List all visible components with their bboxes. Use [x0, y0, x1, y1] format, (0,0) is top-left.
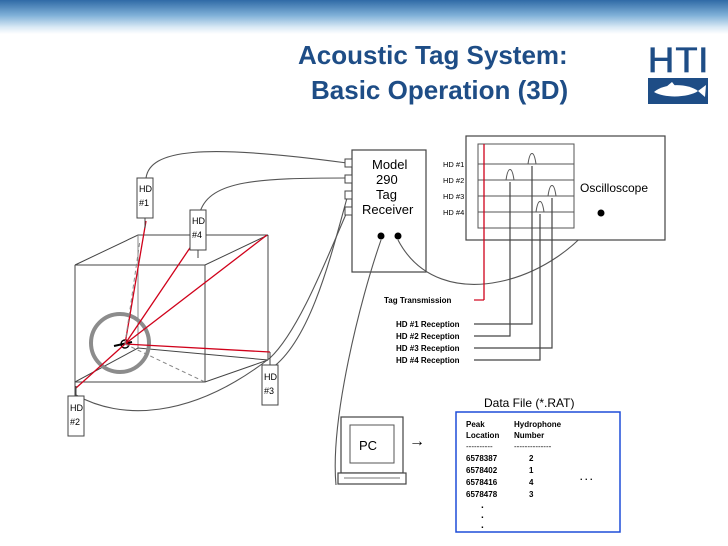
data-continuation-dot: . — [481, 520, 484, 531]
receiver-number-label: 290 — [376, 172, 398, 187]
receiver-output-port — [377, 232, 385, 240]
hd4-reception-label: HD #4 Reception — [396, 356, 460, 365]
receiver-output-port — [394, 232, 402, 240]
header-rule: ---------- — [466, 442, 493, 451]
hydrophone-hd4: HD #4 — [189, 209, 207, 258]
channel-label-hd3: HD #3 — [443, 192, 464, 201]
acoustic-paths — [75, 220, 271, 389]
pc-computer: PC — [337, 416, 407, 485]
oscilloscope-input-port — [597, 209, 605, 217]
row-peak: 6578387 — [466, 454, 498, 463]
tag-transmission-label: Tag Transmission — [384, 296, 452, 305]
channel-label-hd1: HD #1 — [443, 160, 464, 169]
tag-location — [89, 312, 151, 374]
oscilloscope-label: Oscilloscope — [580, 181, 648, 195]
oscilloscope-traces — [478, 153, 574, 213]
hti-logo: HTI — [647, 39, 709, 104]
svg-text:#4: #4 — [192, 230, 202, 240]
svg-text:#1: #1 — [139, 198, 149, 208]
svg-text:#2: #2 — [70, 417, 80, 427]
col-header-peak: Peak — [466, 420, 485, 429]
row-hydrophone: 2 — [529, 454, 534, 463]
title-bar-gradient — [0, 0, 728, 34]
hydrophone-hd1: HD #1 — [136, 177, 154, 228]
header-rule: -------------- — [514, 442, 552, 451]
svg-text:HD: HD — [70, 403, 83, 413]
channel-label-hd2: HD #2 — [443, 176, 464, 185]
svg-text:#3: #3 — [264, 386, 274, 396]
pc-label: PC — [359, 438, 377, 453]
hd1-reception-label: HD #1 Reception — [396, 320, 460, 329]
signal-labels: Tag Transmission HD #1 Reception HD #2 R… — [384, 296, 460, 365]
receiver-receiver-label: Receiver — [362, 202, 414, 217]
hydrophone-hd2: HD #2 — [67, 386, 85, 437]
col-header-location: Location — [466, 431, 499, 440]
channel-label-hd4: HD #4 — [443, 208, 464, 217]
logo-text: HTI — [647, 40, 708, 82]
row-hydrophone: 1 — [529, 466, 534, 475]
fish-icon — [654, 82, 706, 97]
oscilloscope: Oscilloscope HD #1 HD #2 HD #3 HD #4 — [443, 135, 666, 300]
data-file-title: Data File (*.RAT) — [484, 396, 574, 410]
tag-receiver: Model 290 Tag Receiver — [344, 149, 427, 273]
row-hydrophone: 3 — [529, 490, 534, 499]
col-header-hydrophone: Hydrophone — [514, 420, 562, 429]
svg-text:HD: HD — [139, 184, 152, 194]
data-ellipsis: . . . — [580, 472, 593, 482]
data-file: Data File (*.RAT) Peak Location Hydropho… — [455, 396, 621, 533]
receiver-tag-label: Tag — [376, 187, 397, 202]
row-peak: 6578416 — [466, 478, 498, 487]
row-hydrophone: 4 — [529, 478, 534, 487]
reception-signal-lines — [474, 166, 553, 361]
col-header-number: Number — [514, 431, 544, 440]
arrow-right-icon: → — [409, 433, 425, 450]
slide-title-line2: Basic Operation (3D) — [311, 75, 569, 105]
row-peak: 6578402 — [466, 466, 498, 475]
data-continuation-dot: . — [481, 510, 484, 521]
receiver-model-label: Model — [372, 157, 408, 172]
row-peak: 6578478 — [466, 490, 498, 499]
data-continuation-dot: . — [481, 500, 484, 511]
slide-title-line1: Acoustic Tag System: — [298, 40, 568, 70]
svg-text:HD: HD — [192, 216, 205, 226]
dashed-projections — [124, 239, 206, 383]
cube-volume — [74, 234, 269, 418]
svg-text:HD: HD — [264, 372, 277, 382]
hydrophone-hd3: HD #3 — [261, 352, 279, 406]
hd3-reception-label: HD #3 Reception — [396, 344, 460, 353]
hd2-reception-label: HD #2 Reception — [396, 332, 460, 341]
